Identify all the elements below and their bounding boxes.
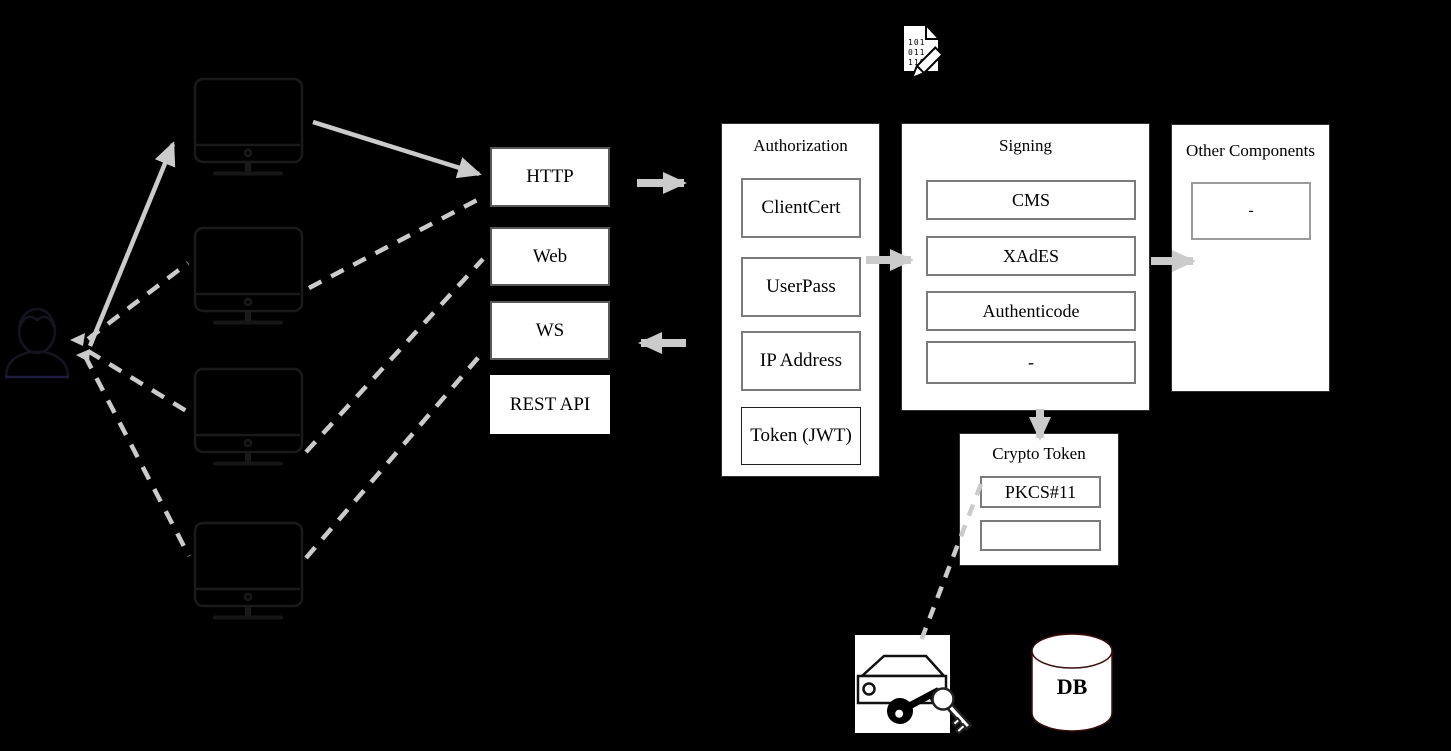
signing-container: Signing CMS XAdES Authenticode - bbox=[901, 123, 1150, 411]
dashed-user-to-client4 bbox=[83, 354, 191, 558]
authorization-title: Authorization bbox=[753, 136, 848, 155]
interface-box-web: Web bbox=[490, 227, 610, 286]
auth-module-ip-address: IP Address bbox=[741, 331, 861, 391]
interface-box-http: HTTP bbox=[490, 147, 610, 207]
svg-text:101: 101 bbox=[908, 38, 925, 47]
dashed-user-to-client3 bbox=[86, 349, 190, 414]
crypto-token-module-label: PKCS#11 bbox=[1004, 481, 1077, 502]
auth-module-clientcert: ClientCert bbox=[741, 178, 861, 238]
auth-module-label: UserPass bbox=[766, 276, 836, 297]
signing-module-empty: - bbox=[926, 341, 1136, 384]
signed-document-pen-icon: 101 011 110 bbox=[902, 24, 944, 80]
dashed-client2-to-http bbox=[307, 195, 485, 290]
client-computer-icon bbox=[193, 226, 304, 325]
signing-module-label: Authenticode bbox=[982, 300, 1080, 321]
client-computer-icon bbox=[193, 367, 304, 466]
other-components-module-empty: - bbox=[1191, 182, 1311, 240]
other-components-container: Other Components - bbox=[1171, 124, 1330, 392]
person-icon bbox=[4, 307, 70, 379]
arrow-client1-to-http bbox=[312, 119, 482, 179]
other-components-title: Other Components bbox=[1186, 141, 1315, 160]
signing-module-label: XAdES bbox=[1002, 245, 1059, 266]
svg-text:011: 011 bbox=[908, 48, 925, 57]
auth-module-label: IP Address bbox=[759, 350, 843, 371]
interface-label-http: HTTP bbox=[526, 166, 574, 187]
auth-module-label: ClientCert bbox=[761, 197, 841, 218]
dashed-client3-to-web bbox=[304, 257, 485, 454]
arrowhead-to-user bbox=[76, 349, 90, 362]
database-cylinder-icon: DB bbox=[1031, 633, 1113, 732]
interface-box-rest-api: REST API bbox=[490, 375, 610, 434]
signing-title: Signing bbox=[999, 136, 1052, 155]
crypto-token-module-pkcs11: PKCS#11 bbox=[980, 476, 1101, 508]
interface-box-ws: WS bbox=[490, 301, 610, 360]
crypto-token-title: Crypto Token bbox=[992, 444, 1086, 463]
auth-module-token-jwt: Token (JWT) bbox=[741, 407, 861, 465]
signing-module-xades: XAdES bbox=[926, 236, 1136, 276]
interface-label-rest-api: REST API bbox=[509, 393, 591, 415]
client-computer-icon bbox=[193, 77, 304, 176]
signing-module-cms: CMS bbox=[926, 180, 1136, 220]
auth-module-label: Token (JWT) bbox=[750, 425, 852, 446]
arrowhead-to-user bbox=[70, 333, 85, 346]
crypto-token-container: Crypto Token PKCS#11 bbox=[959, 433, 1119, 566]
hsm-keys-icon bbox=[855, 635, 973, 735]
signing-module-label: - bbox=[1028, 352, 1034, 372]
svg-text:110: 110 bbox=[908, 58, 925, 67]
interface-label-web: Web bbox=[532, 245, 568, 267]
signing-module-label: CMS bbox=[1011, 189, 1051, 210]
authorization-container: Authorization ClientCert UserPass IP Add… bbox=[721, 123, 880, 477]
database-label: DB bbox=[1057, 674, 1088, 699]
arrow-user-to-client1 bbox=[87, 141, 176, 347]
signing-module-authenticode: Authenticode bbox=[926, 291, 1136, 331]
interface-label-ws: WS bbox=[535, 319, 565, 341]
other-components-module-label: - bbox=[1248, 202, 1254, 219]
client-computer-icon bbox=[193, 521, 304, 620]
auth-module-userpass: UserPass bbox=[741, 257, 861, 317]
dashed-user-to-client2 bbox=[86, 261, 190, 341]
crypto-token-module-empty bbox=[980, 520, 1101, 551]
dashed-client4-to-ws bbox=[304, 350, 485, 560]
